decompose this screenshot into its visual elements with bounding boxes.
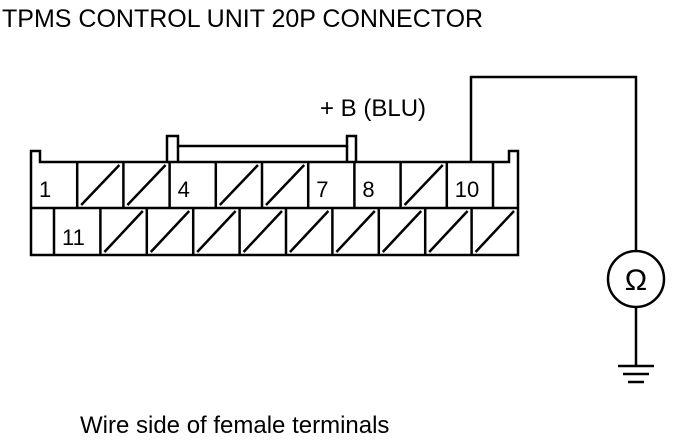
connector-top-row: 1 4 7 8 10	[39, 162, 495, 208]
empty-cavity-slash	[149, 210, 191, 253]
empty-cavity-slash	[126, 164, 167, 206]
connector-bottom-row: 11	[52, 208, 515, 255]
terminal-8-label: 8	[362, 177, 374, 202]
empty-cavity-slash	[218, 164, 259, 206]
connector-latch	[165, 134, 358, 162]
diagram-caption: Wire side of female terminals	[80, 412, 389, 439]
empty-cavity-slash	[403, 164, 444, 206]
diagram-title: TPMS CONTROL UNIT 20P CONNECTOR	[2, 5, 483, 33]
ohmmeter-icon: Ω	[606, 249, 666, 309]
terminal-7-label: 7	[316, 177, 328, 202]
wire-label: + B (BLU)	[320, 95, 426, 122]
empty-cavity-slash	[80, 164, 121, 206]
terminal-11-label: 11	[62, 225, 85, 250]
ohm-symbol: Ω	[625, 264, 647, 297]
terminal-4-label: 4	[178, 177, 190, 202]
empty-cavity-slash	[289, 210, 330, 253]
empty-cavity-slash	[196, 210, 237, 253]
connector-housing	[29, 149, 520, 257]
terminal-1-label: 1	[39, 177, 51, 202]
empty-cavity-slash	[474, 210, 515, 253]
empty-cavity-slash	[381, 210, 423, 253]
empty-cavity-slash	[103, 210, 144, 253]
terminal-10-label: 10	[455, 177, 479, 202]
empty-cavity-slash	[242, 210, 283, 253]
test-lead-wire	[469, 75, 638, 251]
empty-cavity-slash	[335, 210, 376, 253]
empty-cavity-slash	[265, 164, 306, 206]
connector-20p	[29, 134, 520, 257]
empty-cavity-slash	[428, 210, 469, 253]
ground-symbol-icon	[618, 364, 654, 384]
